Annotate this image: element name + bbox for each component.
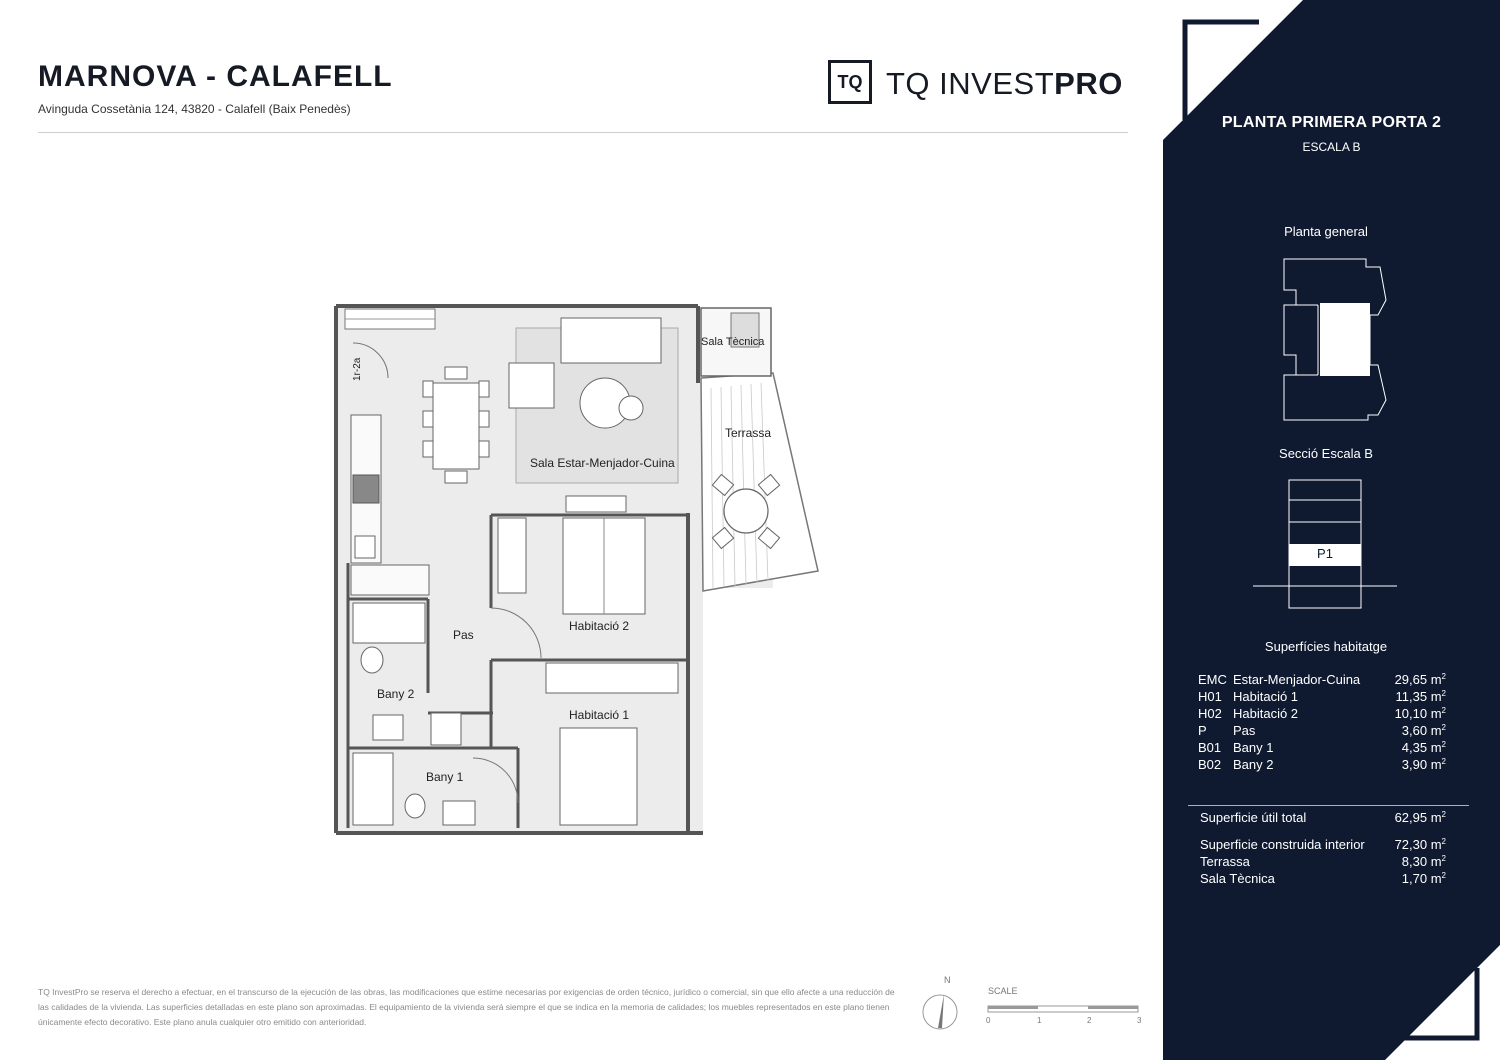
surface-name: Habitació 1: [1233, 689, 1299, 704]
scale-tick-3: 3: [1137, 1016, 1142, 1025]
general-plan-diagram: [1283, 258, 1387, 421]
surface-value: 11,35 m2: [1396, 689, 1446, 704]
scale-bar: SCALE 0 1 2 3: [986, 986, 1156, 1030]
surface-name: Pas: [1233, 723, 1256, 738]
total-value: 1,70 m2: [1402, 871, 1446, 886]
total-unit-sup: 2: [1441, 871, 1446, 880]
room-label-bany2: Bany 2: [377, 687, 415, 701]
total-value-number: 62,95 m: [1394, 810, 1442, 825]
total-name: Sala Tècnica: [1200, 871, 1275, 886]
header-divider: [38, 132, 1128, 133]
unit-code: 1r-2a: [352, 357, 363, 381]
brand-logo: TQ TQ INVESTPRO: [828, 58, 1128, 110]
surface-name: Habitació 2: [1233, 706, 1299, 721]
room-label-terrassa: Terrassa: [725, 426, 771, 440]
unit-stair: ESCALA B: [1302, 140, 1361, 154]
floor-indicator: P1: [1317, 546, 1333, 561]
surface-unit-sup: 2: [1441, 740, 1446, 749]
total-value: 8,30 m2: [1402, 854, 1446, 869]
surface-value-number: 29,65 m: [1394, 672, 1442, 687]
section-diagram: [1253, 479, 1397, 609]
info-panel: PLANTA PRIMERA PORTA 2 ESCALA B Planta g…: [1163, 0, 1500, 1060]
project-address: Avinguda Cossetània 124, 43820 - Calafel…: [38, 102, 351, 116]
surface-value: 3,60 m2: [1402, 723, 1446, 738]
total-unit-sup: 2: [1441, 854, 1446, 863]
surface-value-number: 3,90 m: [1401, 757, 1442, 772]
scale-title: SCALE: [988, 986, 1018, 996]
room-label-hab1: Habitació 1: [569, 708, 629, 722]
north-label: N: [944, 975, 951, 985]
scale-tick-0: 0: [986, 1016, 991, 1025]
floor-plan: Sala Estar-Menjador-Cuina Terrassa Sala …: [334, 304, 819, 835]
legal-disclaimer: TQ InvestPro se reserva el derecho a efe…: [38, 987, 895, 1027]
surface-value: 3,90 m2: [1402, 757, 1446, 772]
surface-value-number: 10,10 m: [1394, 706, 1442, 721]
surface-unit-sup: 2: [1441, 689, 1446, 698]
surface-value-number: 11,35 m: [1395, 689, 1442, 704]
surface-value: 4,35 m2: [1402, 740, 1446, 755]
surface-name: Bany 1: [1233, 740, 1274, 755]
room-label-sala: Sala Estar-Menjador-Cuina: [530, 456, 675, 470]
room-label-sala-tecnica: Sala Tècnica: [701, 336, 765, 348]
total-name: Superficie útil total: [1200, 810, 1307, 825]
room-label-bany1: Bany 1: [426, 770, 464, 784]
surface-code: B01: [1198, 740, 1222, 755]
logo-mark: TQ: [828, 60, 872, 104]
room-label-hab2: Habitació 2: [569, 619, 629, 633]
surface-code: B02: [1198, 757, 1222, 772]
section-caption: Secció Escala B: [1279, 446, 1373, 461]
total-value-number: 8,30 m: [1401, 854, 1442, 869]
surface-code: P: [1198, 723, 1207, 738]
surface-code: H01: [1198, 689, 1222, 704]
surface-code: H02: [1198, 706, 1222, 721]
total-name: Superficie construida interior: [1200, 837, 1365, 852]
scale-tick-2: 2: [1087, 1016, 1092, 1025]
totals-divider: [1188, 805, 1469, 806]
total-value: 62,95 m2: [1395, 810, 1446, 825]
total-unit-sup: 2: [1441, 810, 1446, 819]
logo-text: TQ INVESTPRO: [886, 66, 1123, 102]
surface-unit-sup: 2: [1441, 757, 1446, 766]
scale-tick-1: 1: [1037, 1016, 1042, 1025]
surface-unit-sup: 2: [1441, 723, 1446, 732]
north-arrow-icon: N: [922, 975, 958, 1030]
unit-title: PLANTA PRIMERA PORTA 2: [1221, 114, 1442, 131]
scale-graphic: [987, 1005, 1139, 1013]
total-name: Terrassa: [1200, 854, 1250, 869]
total-unit-sup: 2: [1441, 837, 1446, 846]
surface-code: EMC: [1198, 672, 1227, 687]
logo-text-bold: PRO: [1054, 66, 1123, 101]
surface-value-number: 3,60 m: [1401, 723, 1442, 738]
surface-value: 10,10 m2: [1395, 706, 1446, 721]
panel-background-shapes: [1163, 0, 1500, 1060]
surface-value-number: 4,35 m: [1401, 740, 1442, 755]
room-label-pas: Pas: [453, 628, 474, 642]
total-value-number: 72,30 m: [1394, 837, 1442, 852]
surface-name: Estar-Menjador-Cuina: [1233, 672, 1361, 687]
general-plan-caption: Planta general: [1284, 224, 1368, 239]
surface-value: 29,65 m2: [1395, 672, 1446, 687]
surface-unit-sup: 2: [1441, 706, 1446, 715]
total-value: 72,30 m2: [1395, 837, 1446, 852]
total-value-number: 1,70 m: [1401, 871, 1442, 886]
surface-name: Bany 2: [1233, 757, 1274, 772]
logo-text-regular: TQ INVEST: [886, 66, 1055, 101]
project-title: MARNOVA - CALAFELL: [38, 60, 393, 93]
surfaces-caption: Superfícies habitatge: [1264, 639, 1388, 654]
surface-unit-sup: 2: [1441, 672, 1446, 681]
